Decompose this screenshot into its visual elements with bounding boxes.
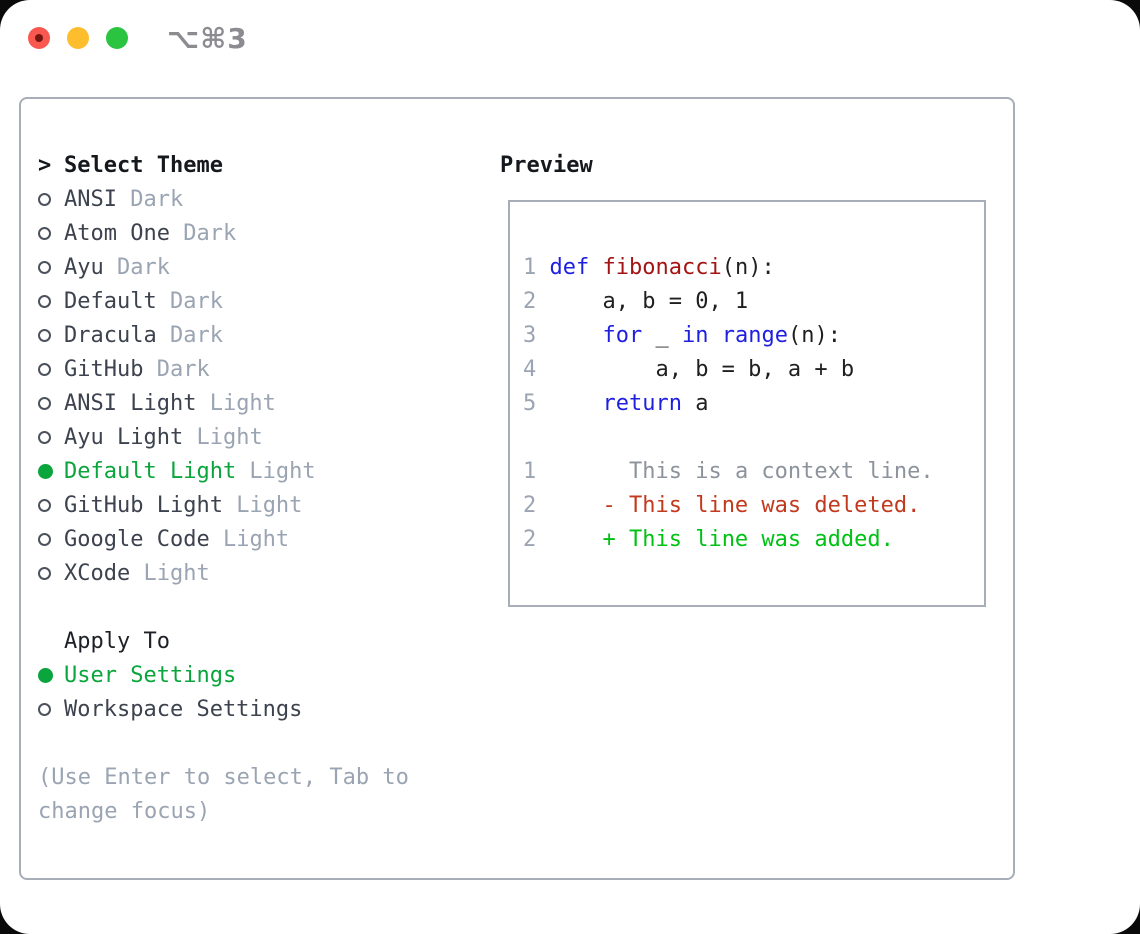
option-variant-label: Light: [209, 526, 290, 552]
preview-code-line: [523, 421, 984, 455]
radio-cell: [38, 294, 64, 308]
radio-cell: [38, 328, 64, 342]
theme-option[interactable]: Ayu Dark: [38, 250, 409, 284]
radio-unselected-icon[interactable]: [38, 566, 51, 580]
option-label: XCode: [64, 560, 131, 586]
hint-line: change focus): [38, 798, 211, 824]
spacer-row: [38, 726, 409, 760]
option-variant-label: Light: [222, 492, 303, 518]
radio-cell: [38, 532, 64, 546]
theme-option[interactable]: Default Light Light: [38, 454, 409, 488]
preview-code-line: 1 def fibonacci(n):: [523, 255, 775, 280]
minimize-window-icon[interactable]: [67, 27, 89, 49]
option-label: Ayu: [64, 254, 104, 280]
option-label: GitHub Light: [64, 492, 223, 518]
radio-unselected-icon[interactable]: [38, 396, 51, 410]
option-label: Workspace Settings: [64, 696, 303, 722]
theme-list-header: > Select Theme: [38, 148, 409, 182]
radio-unselected-icon[interactable]: [38, 260, 51, 274]
option-label: Default: [64, 288, 157, 314]
theme-option[interactable]: Default Dark: [38, 284, 409, 318]
option-label: Atom One: [64, 220, 170, 246]
apply-to-option[interactable]: Workspace Settings: [38, 692, 409, 726]
preview-code-line: 2 - This line was deleted.: [523, 493, 921, 518]
radio-cell: [38, 430, 64, 444]
radio-cell: [38, 463, 64, 479]
zoom-window-icon[interactable]: [106, 27, 128, 49]
preview-code-line: 3 for _ in range(n):: [523, 323, 841, 348]
radio-unselected-icon[interactable]: [38, 430, 51, 444]
radio-unselected-icon[interactable]: [38, 532, 51, 546]
theme-option[interactable]: GitHub Light Light: [38, 488, 409, 522]
radio-unselected-icon[interactable]: [38, 702, 51, 716]
radio-selected-icon[interactable]: [38, 463, 53, 479]
radio-selected-icon[interactable]: [38, 667, 53, 683]
option-label: User Settings: [64, 662, 237, 688]
theme-option[interactable]: GitHub Dark: [38, 352, 409, 386]
option-variant-label: Light: [196, 390, 276, 416]
radio-unselected-icon[interactable]: [38, 362, 51, 376]
theme-option[interactable]: Dracula Dark: [38, 318, 409, 352]
option-label: GitHub: [64, 356, 144, 382]
preview-code-line: 2 + This line was added.: [523, 527, 894, 552]
option-label: Dracula: [64, 322, 157, 348]
radio-unselected-icon[interactable]: [38, 294, 51, 308]
theme-option[interactable]: Google Code Light: [38, 522, 409, 556]
radio-unselected-icon[interactable]: [38, 192, 51, 206]
apply-to-option[interactable]: User Settings: [38, 658, 409, 692]
option-variant-label: Dark: [116, 186, 184, 212]
option-label: ANSI: [64, 186, 117, 212]
option-label: ANSI Light: [64, 390, 197, 416]
radio-cell: [38, 566, 64, 580]
window-controls: [28, 27, 128, 49]
option-label: Default Light: [64, 458, 237, 484]
radio-cell: [38, 362, 64, 376]
preview-code-line: 1 This is a context line.: [523, 459, 934, 484]
hint-line: (Use Enter to select, Tab to: [38, 764, 409, 790]
apply-to-header: Apply To: [38, 624, 409, 658]
theme-option[interactable]: ANSI Light Light: [38, 386, 409, 420]
radio-cell: [38, 702, 64, 716]
radio-cell: [38, 192, 64, 206]
apply-to-title: Apply To: [64, 628, 170, 654]
option-variant-label: Dark: [103, 254, 170, 280]
preview-code-line: 5 return a: [523, 391, 709, 416]
theme-option[interactable]: ANSI Dark: [38, 182, 409, 216]
preview-code-line: 2 a, b = 0, 1: [523, 289, 749, 314]
preview-code-line: 4 a, b = b, a + b: [523, 357, 855, 382]
option-variant-label: Dark: [156, 322, 223, 348]
radio-unselected-icon[interactable]: [38, 328, 51, 342]
option-variant-label: Dark: [169, 220, 237, 246]
window-shortcut-label: ⌥⌘3: [167, 22, 248, 55]
preview-title: Preview: [500, 152, 593, 178]
theme-option[interactable]: Atom One Dark: [38, 216, 409, 250]
option-label: Google Code: [64, 526, 210, 552]
spacer-row: [38, 590, 409, 624]
focus-caret-icon: >: [38, 152, 52, 178]
option-variant-label: Dark: [156, 288, 223, 314]
radio-cell: [38, 498, 64, 512]
option-variant-label: Light: [183, 424, 263, 450]
radio-cell: [38, 226, 64, 240]
theme-preview-pane: 1 def fibonacci(n): 2 a, b = 0, 1 3 for _ …: [508, 200, 986, 607]
theme-option[interactable]: Ayu Light Light: [38, 420, 409, 454]
radio-unselected-icon[interactable]: [38, 226, 51, 240]
option-variant-label: Light: [236, 458, 316, 484]
radio-cell: [38, 667, 64, 683]
radio-cell: [38, 396, 64, 410]
radio-cell: [38, 260, 64, 274]
keyboard-hint: (Use Enter to select, Tab to change focus…: [38, 760, 409, 828]
option-variant-label: Dark: [143, 356, 210, 382]
radio-unselected-icon[interactable]: [38, 498, 51, 512]
theme-option[interactable]: XCode Light: [38, 556, 409, 590]
option-variant-label: Light: [130, 560, 210, 586]
theme-list-title: Select Theme: [64, 152, 223, 178]
option-label: Ayu Light: [64, 424, 184, 450]
close-window-icon[interactable]: [28, 27, 50, 49]
